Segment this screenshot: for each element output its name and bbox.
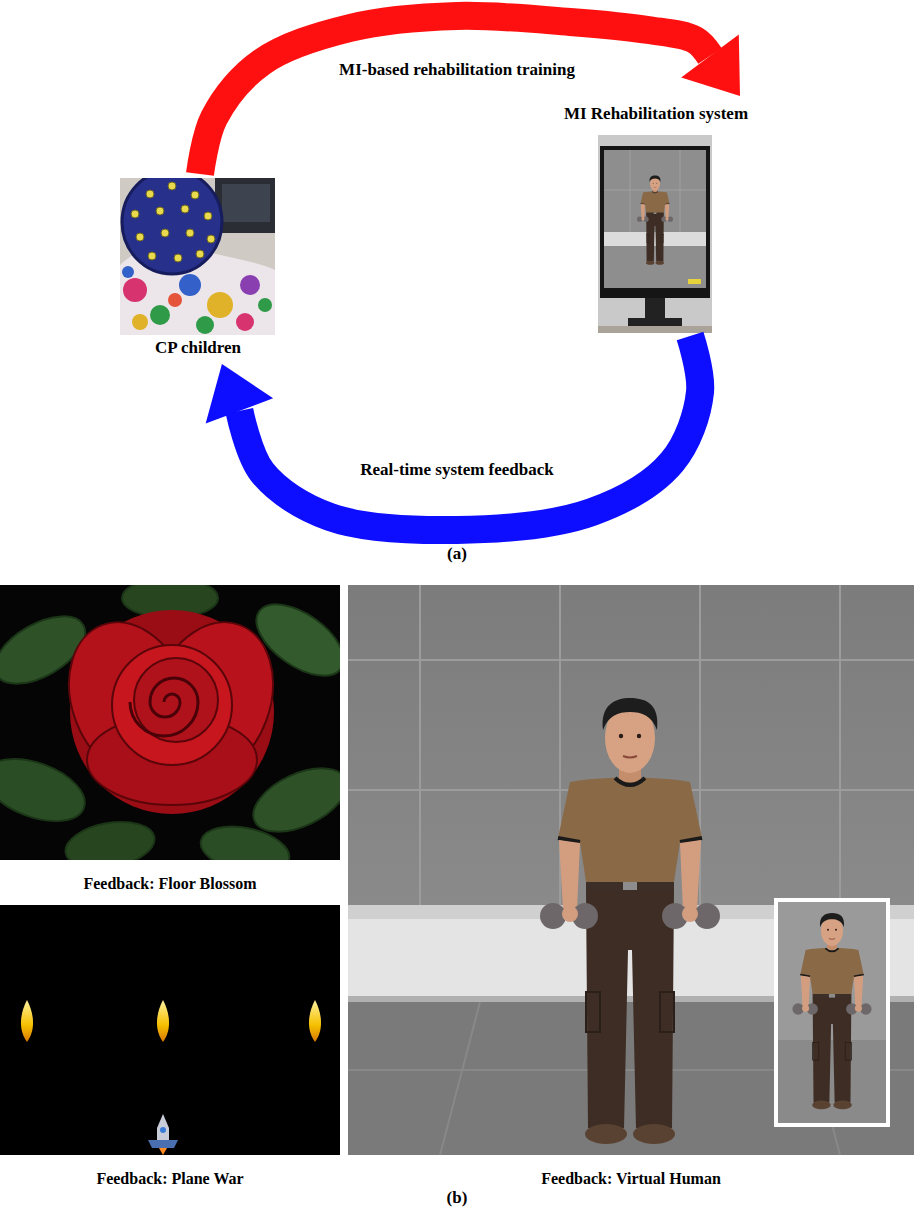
- child-photo-part: [204, 212, 212, 220]
- arrow-head: [681, 34, 740, 96]
- monitor-photo-part: [604, 232, 706, 246]
- plane-war-image-part: [0, 905, 340, 1155]
- monitor-photo-part: [628, 318, 682, 326]
- monitor-photo-part: [598, 135, 712, 333]
- child-photo-part: [207, 292, 233, 318]
- rose-image-part: [62, 816, 158, 860]
- virtual-human-scene-part: [776, 913, 888, 1125]
- child-photo-part: [146, 190, 154, 198]
- plane-war-image-part: [309, 1000, 321, 1042]
- monitor-photo-part: [680, 150, 681, 232]
- virtual-human-scene-part-part: [792, 913, 871, 1109]
- rose-image-part: [130, 678, 198, 736]
- rose-image-part: [134, 658, 218, 742]
- photo-panel: Feedback: Plane War: [0, 905, 340, 1192]
- rose-image-part: [112, 645, 232, 765]
- child-photo-part: [215, 178, 275, 233]
- panel-caption: CP children: [155, 338, 241, 358]
- virtual-human-scene-part: [776, 900, 888, 1125]
- arrow-head: [206, 364, 273, 423]
- child-photo-part: [131, 210, 139, 218]
- rose-image-part: [0, 747, 93, 833]
- child-photo-part: [186, 229, 194, 237]
- rose-image-part: [196, 819, 293, 860]
- virtual-human-scene-part: [419, 585, 421, 905]
- plane-war-image-part: [160, 1127, 166, 1133]
- virtual-human-scene-part: [540, 698, 720, 1144]
- virtual-human-scene-part: [776, 900, 888, 1125]
- child-photo-part: [196, 316, 214, 334]
- monitor-photo-part: [630, 150, 631, 232]
- child-photo-part: [148, 252, 156, 260]
- child-photo-part: [150, 305, 170, 325]
- child-photo-part: [168, 182, 176, 190]
- virtual-human-scene-part: [348, 585, 914, 1155]
- arrow-band: [200, 16, 710, 174]
- panel-caption: Feedback: Virtual Human: [541, 1169, 721, 1188]
- panel-letter: (b): [447, 1188, 468, 1208]
- child-photo-part: [207, 235, 215, 243]
- child-photo-part: [236, 313, 254, 331]
- plane-war-image-part: [21, 1000, 33, 1042]
- panel-letter: (a): [447, 544, 467, 564]
- child-photo: [120, 178, 275, 335]
- plane-war-image: [0, 905, 340, 1155]
- arrow-label: MI-based rehabilitation training: [339, 60, 575, 80]
- photo-panel: Feedback: Virtual Human: [348, 585, 914, 1192]
- arrow-band: [239, 336, 700, 530]
- monitor-photo-part: [600, 146, 710, 298]
- child-photo-part: [122, 178, 222, 274]
- monitor-photo: [598, 135, 712, 333]
- child-photo-part: [132, 314, 148, 330]
- child-photo-part: [181, 205, 189, 213]
- child-photo-part: [196, 250, 204, 258]
- photo-panel: MI Rehabilitation system: [536, 96, 776, 336]
- child-photo-part: [174, 254, 182, 262]
- virtual-human-scene-part: [839, 585, 841, 905]
- monitor-photo-part: [598, 326, 712, 333]
- virtual-human-scene-part: [348, 659, 914, 661]
- child-photo-part: [122, 178, 222, 274]
- monitor-photo-part: [604, 150, 706, 288]
- child-photo-part: [161, 229, 169, 237]
- child-photo-part: [240, 275, 260, 295]
- child-photo-part: [122, 266, 134, 278]
- monitor-photo-part: [645, 298, 665, 320]
- plane-war-image-part: [148, 1140, 178, 1148]
- monitor-photo-part: [637, 176, 673, 265]
- virtual-human-scene: [348, 585, 914, 1155]
- curved-arrow: [200, 16, 740, 174]
- panel-caption: MI Rehabilitation system: [564, 104, 748, 124]
- virtual-human-scene-part: [440, 1002, 480, 1155]
- child-photo-part: [191, 191, 199, 199]
- photo-panel: Feedback: Floor Blossom: [0, 585, 340, 897]
- plane-war-image-part: [157, 1000, 169, 1042]
- arrow-label: Real-time system feedback: [360, 460, 554, 480]
- virtual-human-scene-part-part: [776, 1040, 888, 1125]
- child-photo-part: [123, 278, 147, 302]
- curved-arrow: [206, 336, 701, 530]
- child-photo-part: [156, 207, 164, 215]
- child-photo-part: [168, 293, 182, 307]
- plane-war-image-part: [159, 1148, 167, 1155]
- child-photo-part: [136, 233, 144, 241]
- monitor-photo-part: [688, 279, 701, 284]
- photo-panel: CP children: [116, 174, 280, 364]
- child-photo-part: [258, 298, 272, 312]
- panel-caption: Feedback: Plane War: [96, 1169, 243, 1188]
- panel-caption: Feedback: Floor Blossom: [83, 874, 256, 893]
- rose-image: [0, 585, 340, 860]
- child-photo-part: [179, 274, 201, 296]
- child-photo-part: [222, 184, 270, 222]
